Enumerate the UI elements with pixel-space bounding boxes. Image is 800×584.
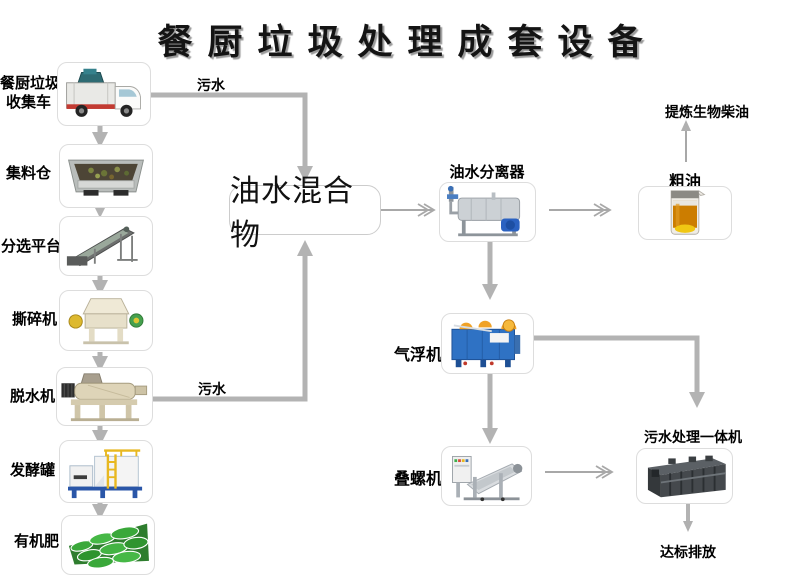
sewage-top-label: 污水: [197, 77, 225, 93]
page-title: 餐厨垃圾处理成套设备: [157, 23, 658, 62]
node-fertilizer: [61, 515, 155, 575]
integrated-label: 污水处理一体机: [644, 429, 742, 445]
node-separator: [439, 182, 536, 242]
separator-image: [447, 185, 521, 237]
arrow-sewage-bottom: [152, 240, 313, 402]
node-integrated-treatment: [636, 448, 733, 504]
node-silo: [59, 144, 153, 208]
node-dewaterer: [56, 367, 153, 426]
flotation-label: 气浮机: [394, 347, 443, 364]
silo-label: 集料仓: [5, 165, 51, 182]
truck-label-line1: 餐厨垃圾: [0, 75, 61, 92]
fermenter-image: [68, 449, 143, 499]
separator-label: 油水分离器: [449, 164, 525, 181]
dewaterer-label: 脱水机: [9, 388, 55, 405]
node-oil-water-mixture: 油水混合物: [229, 175, 381, 252]
shredder-label: 撕碎机: [11, 311, 57, 328]
collection-truck-image: [66, 68, 141, 117]
truck-label: 餐厨垃圾 收集车: [0, 74, 61, 112]
flotation-machine-image: [451, 319, 521, 368]
sorting-label: 分选平台: [0, 238, 61, 255]
silo-image: [67, 159, 145, 196]
dewaterer-image: [61, 373, 148, 422]
shredder-image: [68, 298, 144, 345]
crude-oil-beaker-image: [670, 190, 706, 235]
node-shredder: [59, 290, 153, 351]
integrated-treatment-image: [647, 455, 726, 498]
biodiesel-label: 提炼生物柴油: [665, 104, 749, 120]
discharge-label: 达标排放: [660, 544, 716, 560]
node-fermenter: [59, 440, 153, 503]
screw-press-label: 叠螺机: [394, 471, 443, 488]
arrow-flotation-to-integrated: [532, 335, 705, 408]
sorting-platform-image: [66, 226, 138, 267]
screw-press-image: [452, 455, 523, 502]
fertilizer-label: 有机肥: [13, 533, 59, 550]
fertilizer-image: [68, 523, 149, 569]
truck-label-line2: 收集车: [5, 94, 51, 111]
sewage-bottom-label: 污水: [198, 381, 226, 397]
node-collection-truck: [57, 62, 151, 126]
arrow-sewage-top: [150, 92, 313, 182]
node-crude-oil: [638, 186, 732, 240]
node-sorting-platform: [59, 216, 153, 276]
fermenter-label: 发酵罐: [9, 462, 55, 479]
node-flotation: [441, 313, 534, 374]
node-screw-press: [441, 446, 532, 506]
